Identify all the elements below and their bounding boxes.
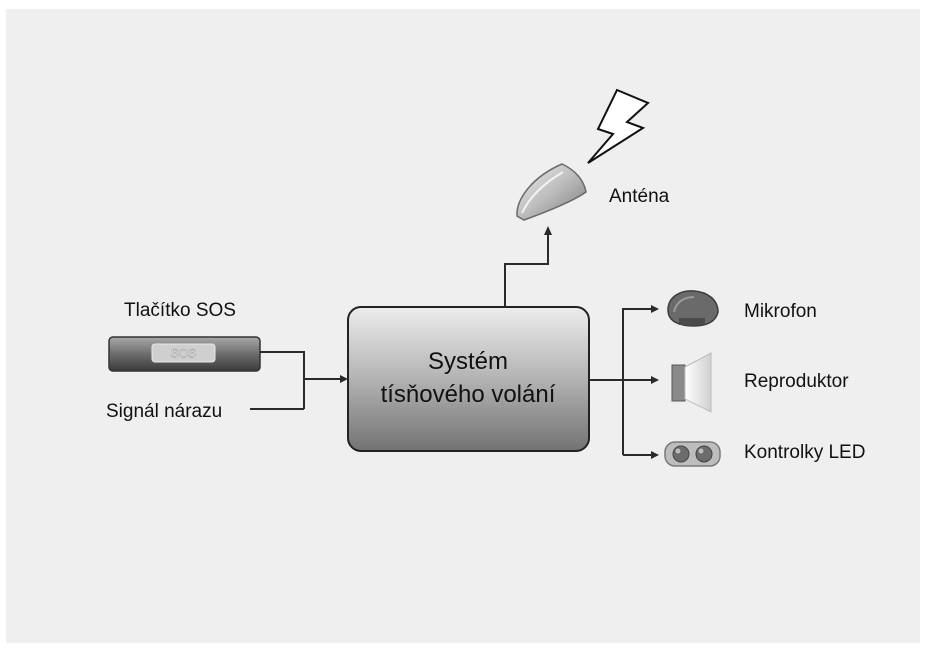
led-arrowhead <box>651 451 659 459</box>
sos-button-graphic: SOS <box>108 336 261 372</box>
microphone-label: Mikrofon <box>744 301 817 322</box>
crash-signal-label: Signál nárazu <box>106 401 222 422</box>
microphone-icon <box>667 290 719 327</box>
sos-button-label: Tlačítko SOS <box>124 300 236 321</box>
system-box-label-line1: Systém <box>428 348 508 375</box>
led-indicators-icon <box>664 441 721 467</box>
led-label: Kontrolky LED <box>744 442 865 463</box>
lightning-icon <box>587 88 650 164</box>
system-box: Systém tísňového volání <box>347 306 590 452</box>
speaker-icon <box>671 352 712 413</box>
antenna-label: Anténa <box>609 186 670 207</box>
speaker-label: Reproduktor <box>744 371 849 392</box>
input-arrowhead <box>340 375 348 383</box>
input-connectors <box>250 351 348 410</box>
antenna-arrowhead <box>544 226 552 235</box>
speaker-arrowhead <box>651 376 659 384</box>
sos-button-text: SOS <box>171 347 196 361</box>
antenna-icon <box>516 163 587 221</box>
output-connectors <box>589 305 659 459</box>
mic-arrowhead <box>651 305 659 313</box>
system-box-label-line2: tísňového volání <box>381 381 556 408</box>
antenna-connector <box>504 226 552 307</box>
